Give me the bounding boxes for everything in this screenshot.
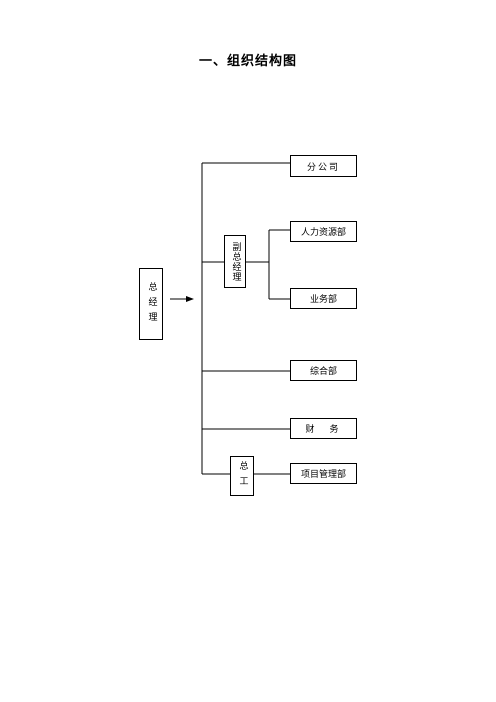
label-hr-dept: 人力资源部 [300,228,346,238]
box-finance-dept: 财 务 [290,418,357,439]
page-title: 一、组织结构图 [198,54,297,69]
label-project-dept: 项目管理部 [300,470,346,480]
box-branch-company: 分公司 [290,155,357,177]
box-general-manager: 总经理 [139,268,163,340]
label-general-dept: 综合部 [309,367,337,377]
box-general-dept: 综合部 [290,360,357,381]
box-business-dept: 业务部 [290,288,357,309]
box-deputy-manager: 副总经理 [224,235,246,288]
box-project-dept: 项目管理部 [290,463,357,484]
box-hr-dept: 人力资源部 [290,221,357,242]
label-general-manager: 总经理 [146,281,157,327]
label-deputy-manager: 副总经理 [230,241,241,282]
label-chief-engineer: 总工 [237,461,248,491]
root-arrow-head [186,296,194,302]
label-business-dept: 业务部 [309,295,337,305]
box-chief-engineer: 总工 [230,456,254,496]
label-branch-company: 分公司 [306,162,340,173]
label-finance-dept: 财 务 [305,425,342,435]
